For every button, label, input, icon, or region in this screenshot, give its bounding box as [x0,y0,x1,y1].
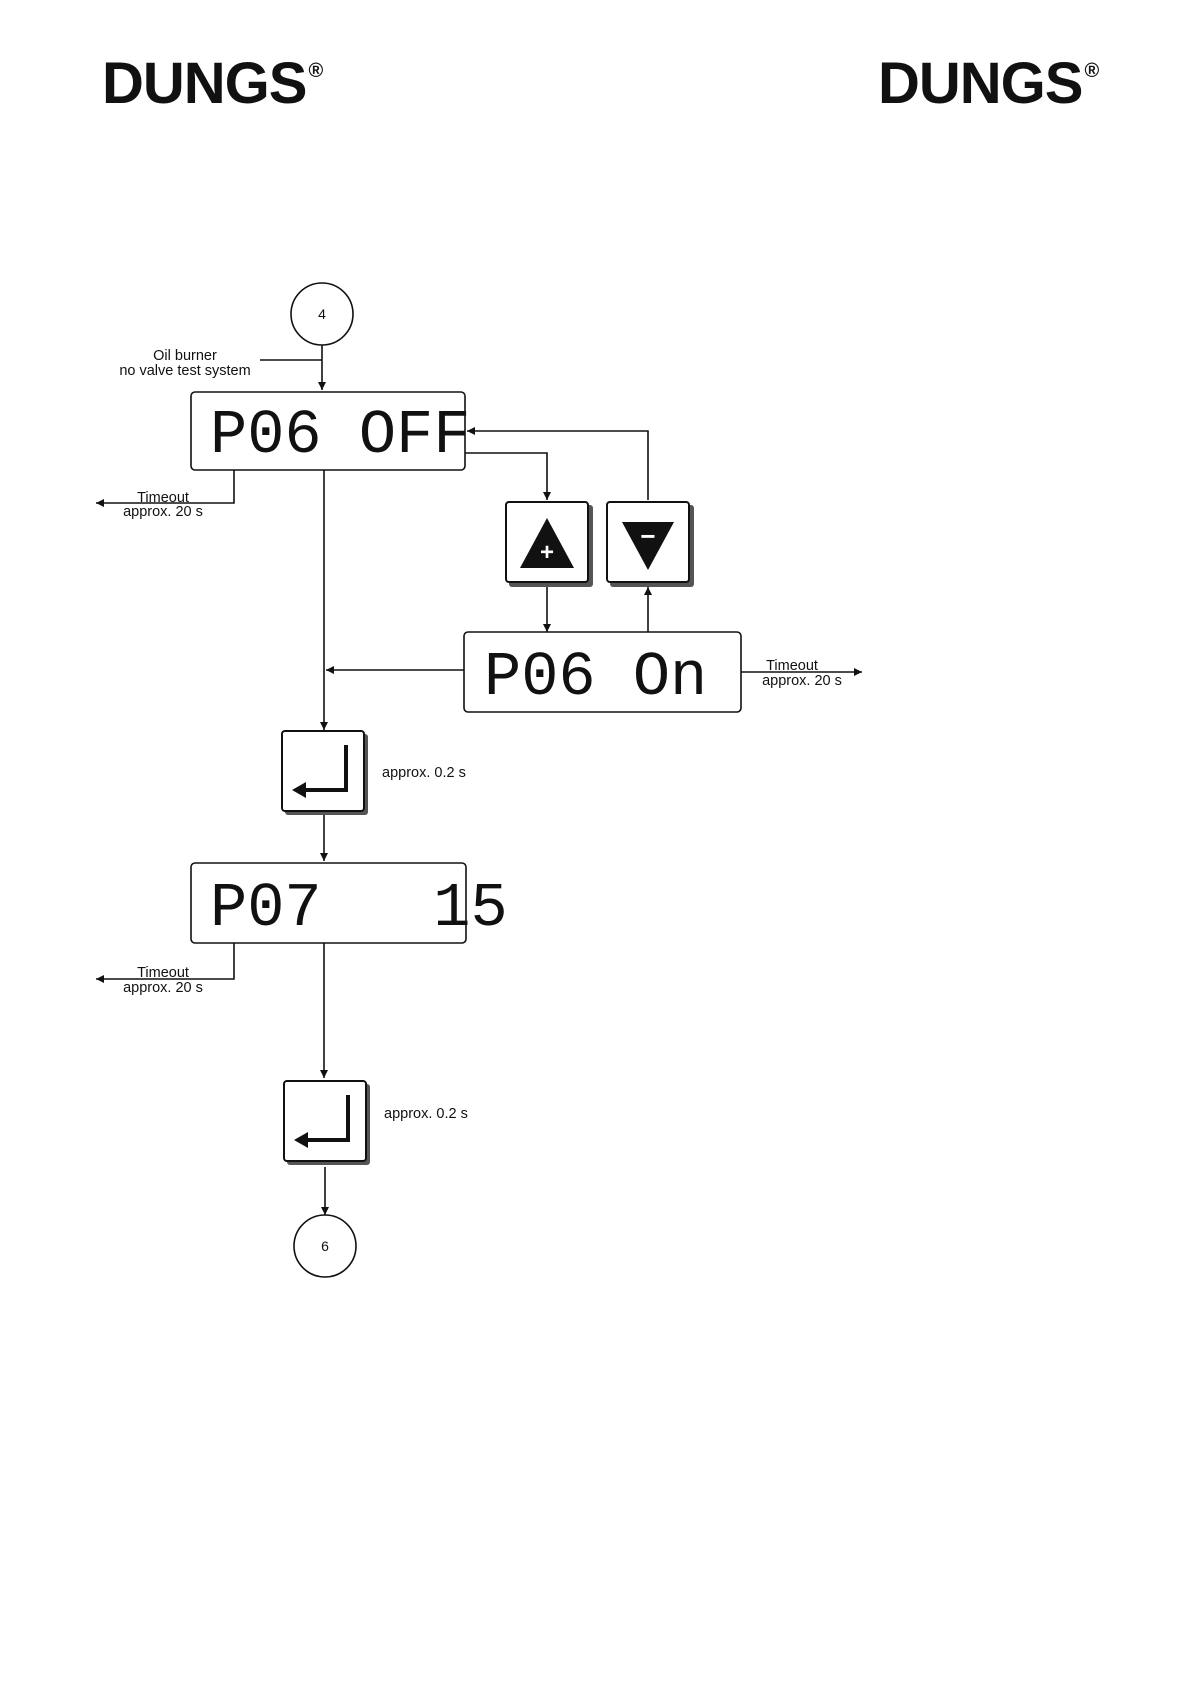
display-p07-text: P07 15 [210,873,508,944]
timeout-label-3: Timeout [137,965,189,981]
enter-key-1[interactable] [282,731,368,815]
minus-symbol: − [640,521,655,551]
arrow-p06-off-to-plus [465,453,547,500]
enter-duration-2: approx. 0.2 s [384,1106,468,1122]
minus-key[interactable]: − [607,502,694,587]
enter-duration-1: approx. 0.2 s [382,765,466,781]
enter-key-2[interactable] [284,1081,370,1165]
plus-key[interactable]: + [506,502,593,587]
connector-6-label: 6 [321,1238,329,1254]
entry-note-line2: no valve test system [119,363,250,379]
timeout-duration-2: approx. 20 s [762,673,842,689]
display-p06-on-text: P06 On [484,642,707,713]
display-p06-off-text: P06 OFF [210,400,470,471]
timeout-duration-3: approx. 20 s [123,980,203,996]
timeout-label-2: Timeout [766,658,818,674]
plus-symbol: + [540,539,554,566]
entry-note-line1: Oil burner [153,348,217,364]
arrow-minus-to-p06-off [467,431,648,500]
connector-4-label: 4 [318,306,326,322]
timeout-duration-1: approx. 20 s [123,504,203,520]
